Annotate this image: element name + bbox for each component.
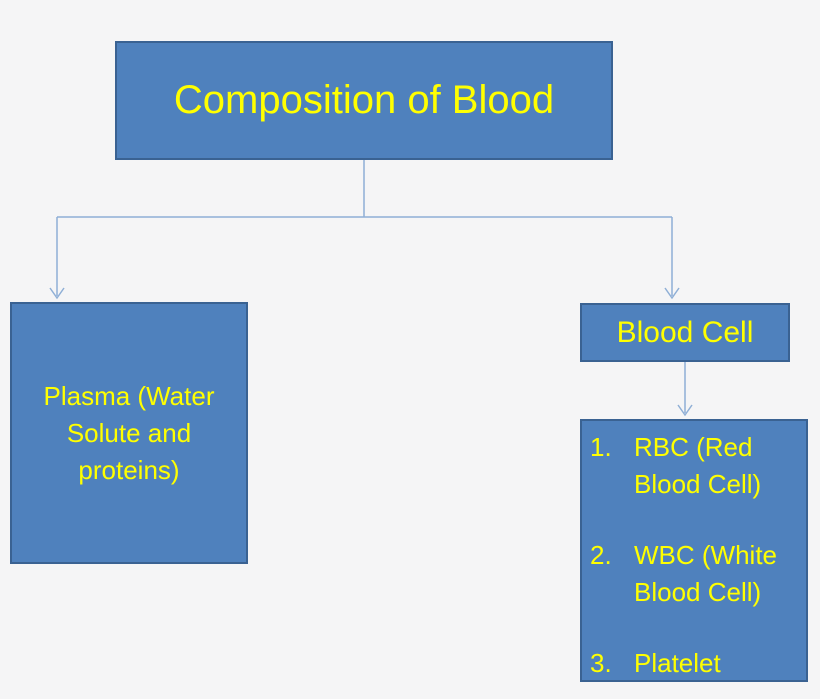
list-item-wbc-number: 2.: [590, 540, 612, 570]
arrowhead-cell-list: [677, 404, 693, 417]
list-item-platelet: 3. Platelet: [590, 645, 798, 682]
node-plasma: Plasma (Water Solute and proteins): [10, 302, 248, 564]
node-plasma-label: Plasma (Water Solute and proteins): [43, 380, 215, 485]
list-item-platelet-number: 3.: [590, 648, 612, 678]
list-item-wbc-label: WBC (White Blood Cell): [634, 540, 777, 607]
node-composition-of-blood-label: Composition of Blood: [173, 78, 555, 122]
node-blood-cell-label: Blood Cell: [616, 315, 754, 349]
node-blood-cell: Blood Cell: [580, 303, 790, 362]
node-blood-cell-types: 1. RBC (Red Blood Cell) 2. WBC (White Bl…: [580, 419, 808, 682]
node-composition-of-blood: Composition of Blood: [115, 41, 613, 160]
list-item-rbc-number: 1.: [590, 432, 612, 462]
list-item-rbc-label: RBC (Red Blood Cell): [634, 432, 762, 499]
list-item-platelet-label: Platelet: [634, 648, 721, 678]
list-item-wbc: 2. WBC (White Blood Cell): [590, 537, 798, 611]
list-item-rbc: 1. RBC (Red Blood Cell): [590, 429, 798, 503]
arrowhead-blood-cell: [664, 287, 680, 300]
arrowhead-plasma: [49, 287, 65, 300]
